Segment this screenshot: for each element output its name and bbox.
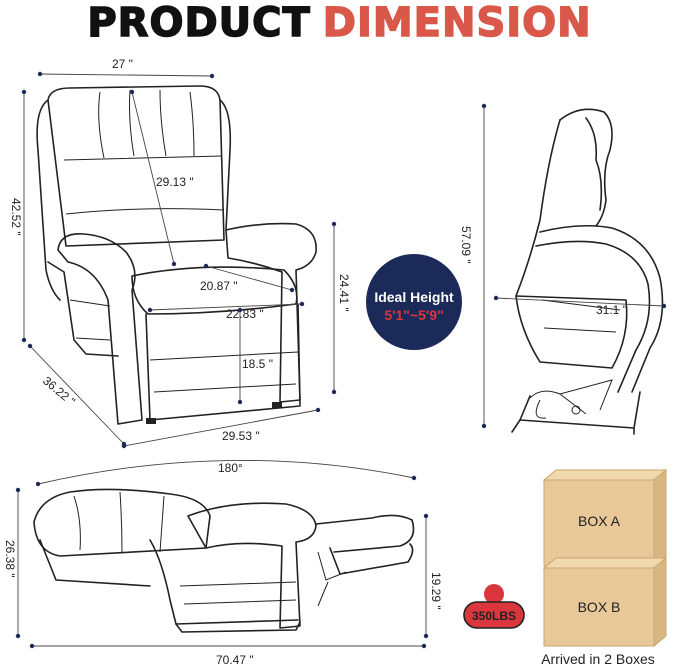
label-footrest-height: 19.29 " [429, 572, 443, 610]
side-view-chair [511, 108, 664, 435]
box-a-label: BOX A [578, 513, 621, 529]
label-recline-length: 70.47 " [216, 653, 254, 667]
front-dimension-lines [21, 71, 337, 449]
box-b-label: BOX B [578, 599, 621, 615]
reclined-chair [33, 488, 415, 633]
title-word-product: PRODUCT [87, 0, 311, 47]
label-recline-angle: 180° [218, 461, 243, 475]
label-arm-height: 24.41 " [337, 274, 351, 312]
ideal-height-badge: Ideal Height 5'1"~5'9" [366, 254, 462, 350]
front-view-chair [36, 85, 317, 425]
label-height: 42.52 " [9, 198, 23, 236]
side-dimension-lines [481, 103, 667, 429]
box-a: BOX A [542, 468, 668, 568]
label-back-height: 29.13 " [156, 175, 194, 189]
badge-title: Ideal Height [374, 289, 454, 305]
recline-dimension-lines [15, 459, 429, 649]
label-base-width: 29.53 " [222, 429, 260, 443]
box-b: BOX B [542, 556, 668, 648]
label-seat-height: 18.5 " [242, 357, 273, 371]
label-width: 27 " [112, 57, 133, 71]
label-lift-height: 57.09 " [459, 226, 473, 264]
weight-capacity-badge: 350LBS [463, 584, 525, 629]
title-word-dimension: DIMENSION [322, 0, 592, 47]
weight-label: 350LBS [472, 609, 516, 623]
boxes-note: Arrived in 2 Boxes [541, 651, 655, 667]
badge-range: 5'1"~5'9" [384, 307, 443, 323]
label-recline-height: 26.38 " [3, 540, 17, 578]
label-depth: 36.22 " [40, 374, 78, 409]
label-seat-depth: 20.87 " [200, 279, 238, 293]
label-lift-depth: 31.1 " [596, 303, 627, 317]
label-seat-width: 22.83 " [226, 307, 264, 321]
